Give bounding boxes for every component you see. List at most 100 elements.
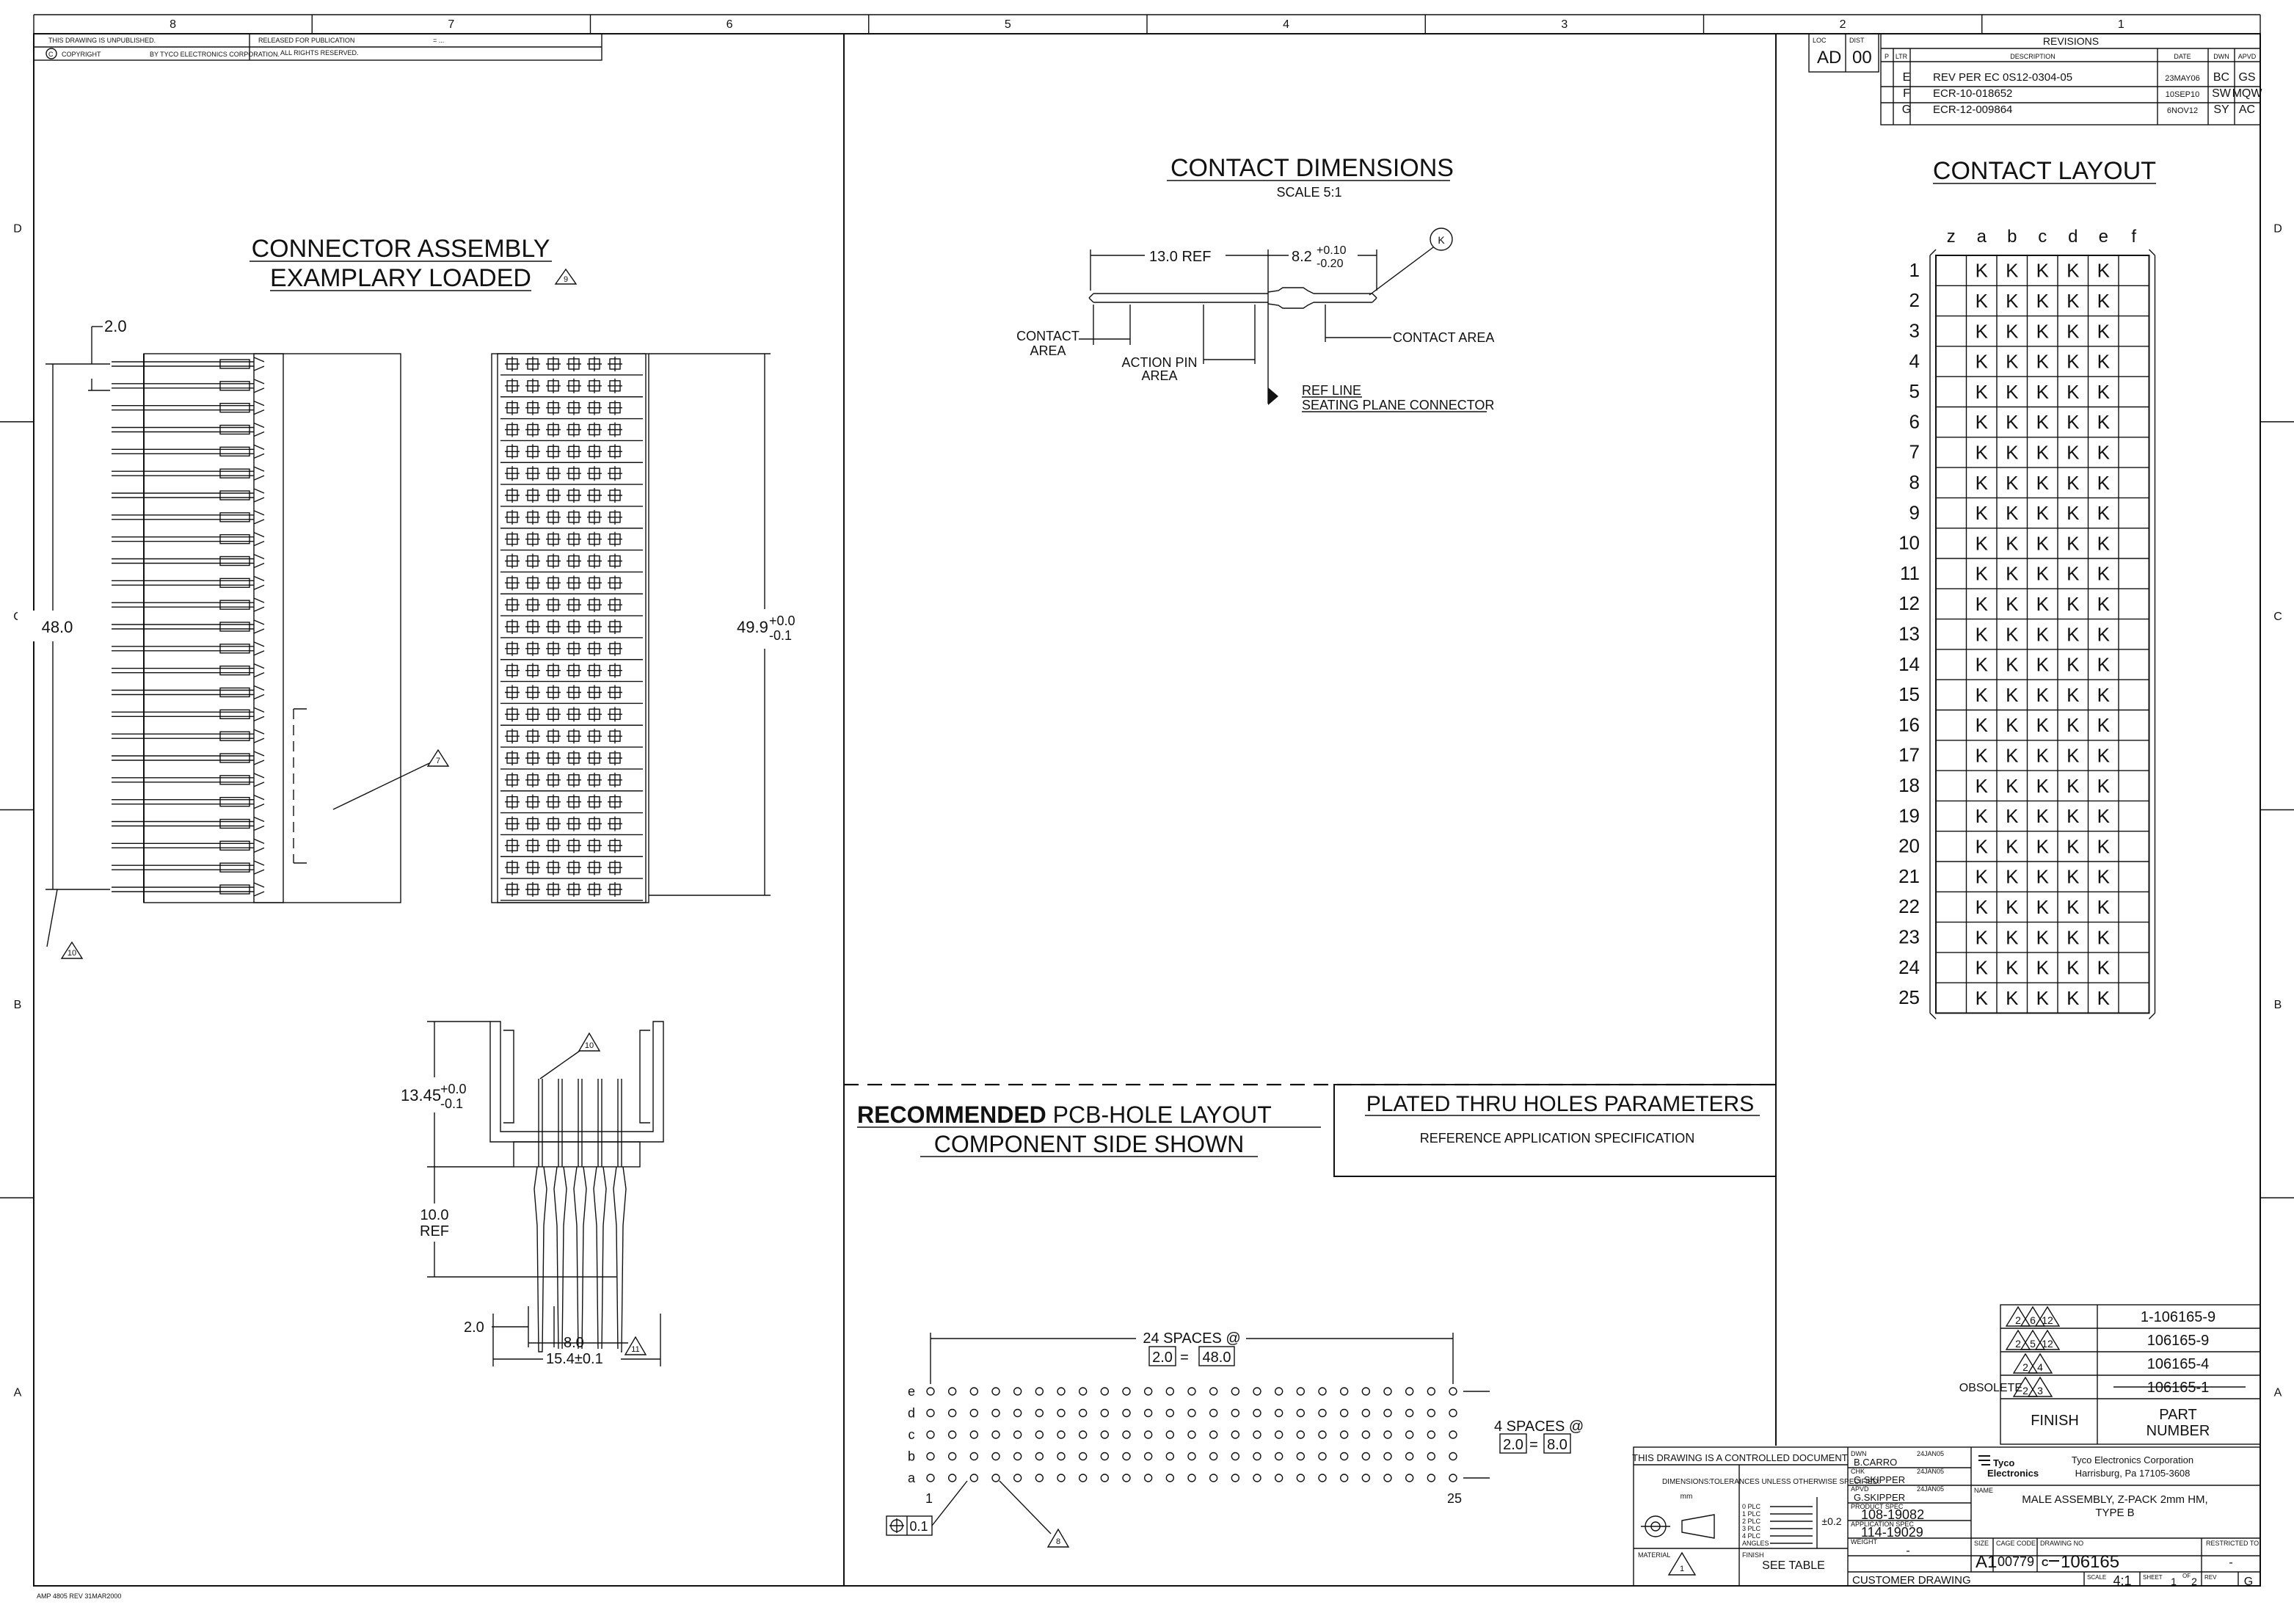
pcb-hole [1013,1408,1022,1418]
pcb-hole [1057,1452,1066,1461]
pin-shoulder [253,891,265,897]
connector-assembly-view: CONNECTOR ASSEMBLY EXAMPLARY LOADED 9 48… [18,235,800,959]
tb-size: A1 [1976,1552,1997,1572]
layout-cell-k: K [1976,835,1989,857]
pin-shoulder [253,825,265,831]
layout-cell-k: K [2097,714,2111,736]
pcb-title: RECOMMENDED PCB-HOLE LAYOUT [857,1102,1272,1128]
tb-rev: G [2244,1576,2253,1588]
contact-dims-scale: SCALE 5:1 [1276,185,1341,200]
pcb-hole [1274,1430,1283,1439]
tb-sheet-label: SHEET [2143,1574,2163,1581]
layout-cell-k: K [1976,775,1989,797]
layout-cell-k: K [2067,351,2080,373]
layout-cell-k: K [2006,260,2019,282]
pin-retention [219,490,250,500]
side-note10: 10 [585,1041,594,1050]
pcb-hole [926,1387,935,1396]
revision-apvd: AC [2239,103,2255,116]
layout-cell-k: K [2006,593,2019,615]
pcb-hole [969,1474,979,1482]
pin-retention [219,381,250,391]
pin-shoulder [253,641,265,647]
layout-cell-k: K [2036,987,2050,1009]
pin-shoulder [253,562,265,569]
pcb-hole [1383,1387,1392,1396]
layout-cell-k: K [1976,745,1989,767]
layout-cell-k: K [2036,290,2050,312]
layout-cell-k: K [2036,896,2050,918]
pcb-row-label: c [909,1427,915,1442]
layout-cell-k: K [1976,472,1989,494]
pcb-hole [1361,1452,1371,1461]
side-dim-h: 13.45 [401,1086,441,1104]
pcb-hole [1274,1408,1283,1418]
layout-rail [1929,249,1937,256]
layout-cell-k: K [2067,411,2080,433]
tb-customer: CUSTOMER DRAWING [1852,1574,1971,1587]
side-pin-tail [553,1166,567,1352]
layout-cell-k: K [2097,381,2111,403]
layout-row-label: 5 [1909,380,1920,402]
pin-shoulder [253,738,265,743]
tb-dwg: 106165 [2061,1552,2119,1572]
layout-cell-k: K [2097,987,2111,1009]
part-note-triangle-icon [2027,1376,2053,1397]
pin-retention [219,359,250,369]
tb-scale: 4:1 [2113,1573,2131,1588]
tb-address: Harrisburg, Pa 17105-3608 [2075,1468,2191,1479]
pin-shoulder [253,751,265,757]
tol-line-label: 1 PLC [1742,1510,1761,1518]
tb-app-spec-label: APPLICATION SPEC [1851,1521,1914,1528]
layout-row-label: 1 [1909,259,1920,281]
tb-apvd-date: 24JAN05 [1917,1485,1944,1493]
layout-cell-k: K [2097,866,2111,888]
layout-row-label: 2 [1909,289,1920,311]
pin-retention [219,556,250,567]
pcb-hole [1274,1474,1283,1482]
layout-cell-k: K [2067,654,2080,676]
pin-retention [219,424,250,435]
pcb-note8-triangle-icon [1046,1528,1070,1548]
layout-cell-k: K [2006,623,2019,645]
side-dim-width: 15.4±0.1 [546,1351,603,1367]
tb-of-label: OF [2182,1573,2191,1579]
pin-shoulder [253,860,265,866]
layout-row-label: 24 [1898,956,1920,978]
pin-shoulder [253,847,265,853]
pcb-hole [947,1387,957,1396]
pcb-note8: 8 [1056,1537,1060,1546]
title-block: THIS DRAWING IS A CONTROLLED DOCUMENT. D… [1632,1446,2261,1588]
layout-column-label: a [1977,227,1987,247]
pcb-hole [1449,1474,1457,1482]
tb-of: 2 [2191,1576,2197,1587]
pcb-hole [1143,1408,1153,1418]
layout-cell-k: K [2036,745,2050,767]
layout-cell-k: K [2097,563,2111,585]
pcb-hole [1296,1430,1306,1439]
part-number-header-1: PART [2159,1407,2197,1423]
part-note-triangle-icon [2012,1376,2039,1397]
pcb-hole [1318,1408,1327,1418]
finish-header: FINISH [2031,1413,2079,1429]
pcb-hole [1100,1452,1110,1461]
layout-cell-k: K [2067,260,2080,282]
tb-note1: 1 [1680,1565,1684,1573]
layout-row-label: 18 [1898,774,1920,796]
side-dim-h-up: +0.0 [440,1082,467,1096]
pcb-hole [1122,1408,1131,1418]
pcb-eq-24: = [1180,1350,1189,1366]
tb-sheet: 1 [2171,1576,2177,1587]
pcb-hole [1274,1452,1283,1461]
part-note-number: 3 [2037,1385,2043,1397]
layout-column-label: c [2038,227,2047,247]
pcb-hole [1187,1430,1196,1439]
layout-cell-k: K [1976,926,1989,948]
zone-label-top: 6 [727,18,733,31]
pin-retention [219,512,250,522]
pcb-hole [1296,1408,1306,1418]
layout-cell-k: K [2006,472,2019,494]
revision-desc: REV PER EC 0S12-0304-05 [1933,71,2072,84]
assembly-note9: 9 [564,275,568,284]
contact-area-right: CONTACT AREA [1393,330,1494,345]
